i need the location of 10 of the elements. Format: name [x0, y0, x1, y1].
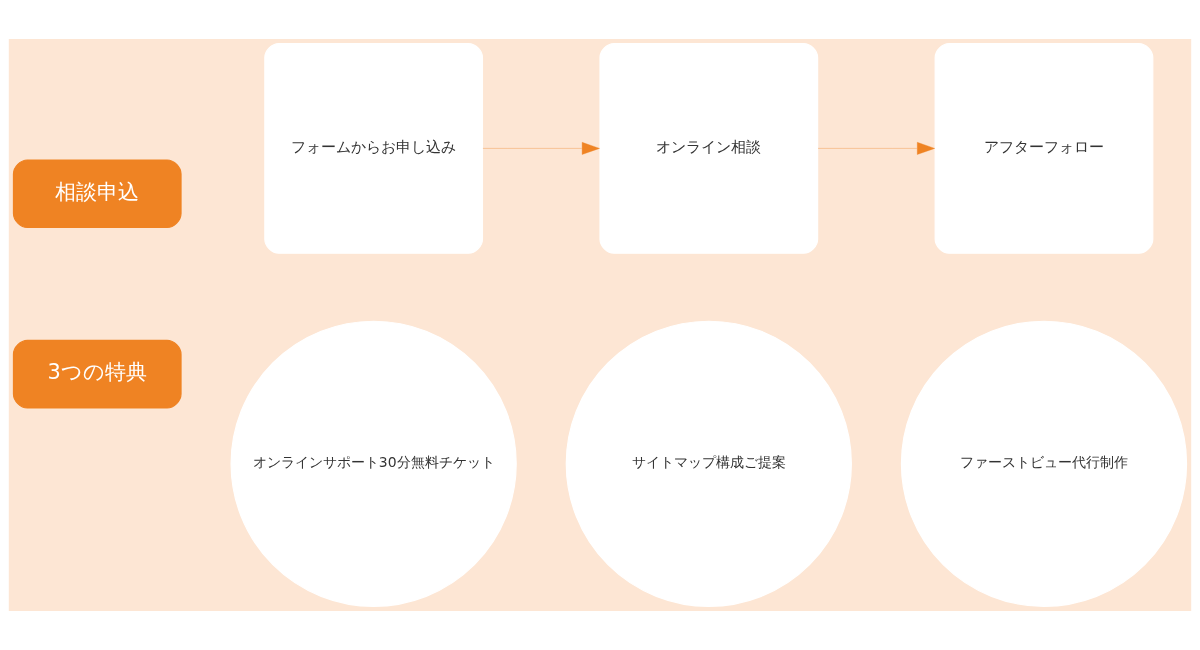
node-circle: ファーストビュー代行制作 [900, 320, 1188, 607]
node-box: フォームからお申し込み [264, 43, 484, 254]
node-box: オンライン相談 [599, 43, 819, 254]
node-box: 3つの特典 [12, 339, 182, 409]
node-box: アフターフォロー [934, 43, 1154, 254]
node-circle: オンラインサポート30分無料チケット [230, 320, 517, 607]
arrow [817, 142, 935, 155]
node-box: 相談申込 [12, 159, 182, 229]
arrow [482, 142, 600, 155]
node-circle: サイトマップ構成ご提案 [565, 320, 852, 607]
